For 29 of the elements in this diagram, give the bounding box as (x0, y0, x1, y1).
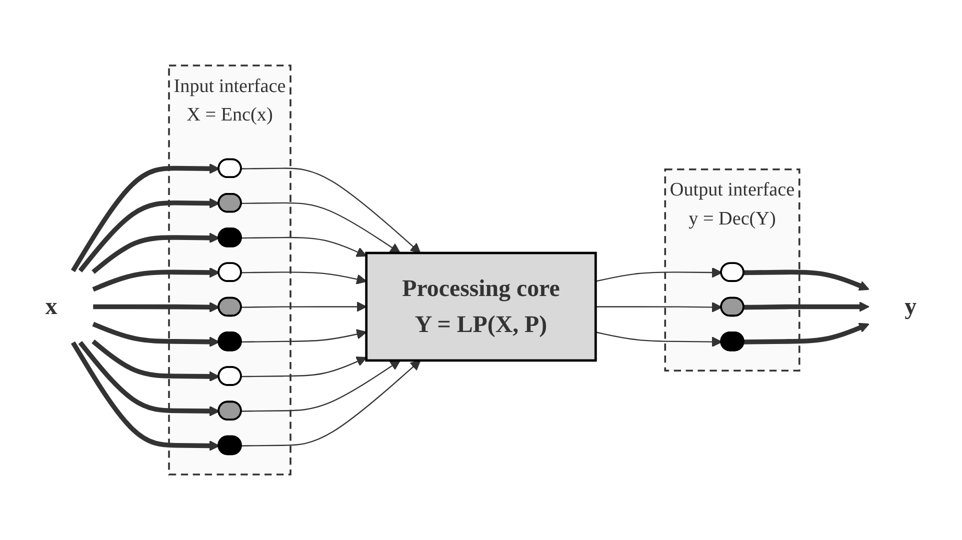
arrow (78, 198, 220, 272)
arrow (242, 168, 421, 254)
arrow (596, 267, 722, 282)
node-text: x (45, 294, 58, 320)
arrow (242, 329, 367, 343)
arrow (242, 360, 401, 412)
arrow (92, 322, 220, 348)
arrow (596, 302, 722, 312)
node-text: y (904, 294, 917, 320)
node-box: Processing core Y = LP(X, P) (365, 252, 597, 362)
arrow (744, 270, 870, 291)
cluster: Output interface y = Dec(Y) (664, 168, 800, 372)
arrow (70, 163, 220, 272)
arrow (242, 360, 421, 446)
arrow (744, 301, 870, 312)
arrow (242, 236, 367, 257)
arrow (242, 272, 367, 284)
arrow (242, 202, 401, 254)
arrow (92, 232, 220, 274)
arrow (92, 267, 220, 292)
arrow (70, 341, 220, 451)
arrow (596, 332, 722, 348)
arrow (78, 341, 220, 416)
arrow (92, 340, 220, 382)
arrow (744, 322, 870, 344)
arrow (242, 356, 367, 378)
cluster: Input interface X = Enc(x) (168, 64, 292, 476)
arrow (93, 302, 220, 312)
arrow (242, 301, 367, 312)
